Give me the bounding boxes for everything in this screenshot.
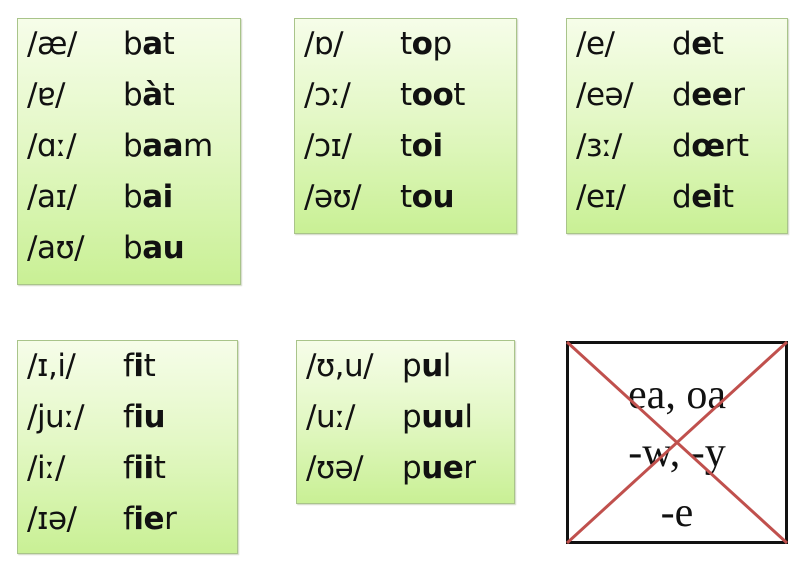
ipa-symbol: /ɔɪ/ (304, 128, 352, 164)
vowel-row: /ɑː/baam (27, 121, 240, 172)
example-word: bau (123, 230, 185, 266)
example-word: fit (123, 348, 156, 384)
example-word: baam (123, 128, 213, 164)
ipa-symbol: /ɐ/ (27, 77, 66, 113)
example-word: dœrt (672, 128, 749, 164)
vowel-row: /ɒ/top (304, 19, 516, 70)
vowel-card-i: /ɪ,i/fit /juː/fiu /iː/fiit /ɪə/fier (17, 340, 238, 554)
example-word: top (400, 26, 452, 62)
crossed-spelling-line: -w, -y (628, 430, 726, 476)
ipa-symbol: /ʊə/ (306, 450, 364, 486)
vowel-row: /ɔː/toot (304, 70, 516, 121)
example-word: deer (672, 77, 745, 113)
vowel-row: /aɪ/bai (27, 172, 240, 223)
vowel-row: /ʊə/puer (306, 443, 514, 494)
example-word: puer (402, 450, 476, 486)
ipa-symbol: /ɪə/ (27, 501, 77, 537)
vowel-row: /e/det (576, 19, 787, 70)
ipa-symbol: /eə/ (576, 77, 634, 113)
ipa-symbol: /ɪ,i/ (27, 348, 76, 384)
vowel-card-a: /æ/bat /ɐ/bàt /ɑː/baam /aɪ/bai /aʊ/bau (17, 18, 241, 285)
ipa-symbol: /ɔː/ (304, 77, 351, 113)
ipa-symbol: /juː/ (27, 399, 85, 435)
vowel-row: /æ/bat (27, 19, 240, 70)
vowel-row: /ɔɪ/toi (304, 121, 516, 172)
ipa-symbol: /ɒ/ (304, 26, 344, 62)
vowel-row: /ɪ,i/fit (27, 341, 237, 392)
vowel-card-e: /e/det /eə/deer /ɜː/dœrt /eɪ/deit (566, 18, 788, 234)
example-word: puul (402, 399, 473, 435)
crossed-out-spellings-box: ea, oa -w, -y -e (566, 341, 788, 544)
cross-out-x-icon (566, 341, 788, 544)
ipa-symbol: /æ/ (27, 26, 77, 62)
vowel-row: /ɪə/fier (27, 494, 237, 545)
ipa-symbol: /aʊ/ (27, 230, 85, 266)
example-word: tou (400, 179, 455, 215)
example-word: toi (400, 128, 443, 164)
example-word: bai (123, 179, 173, 215)
crossed-spelling-line: ea, oa (628, 372, 726, 418)
crossed-spelling-line: -e (660, 490, 694, 536)
vowel-row: /juː/fiu (27, 392, 237, 443)
example-word: fiu (123, 399, 166, 435)
ipa-symbol: /iː/ (27, 450, 65, 486)
vowel-row: /eɪ/deit (576, 172, 787, 223)
vowel-row: /aʊ/bau (27, 223, 240, 274)
vowel-card-u: /ʊ,u/pul /uː/puul /ʊə/puer (296, 340, 515, 504)
vowel-row: /uː/puul (306, 392, 514, 443)
example-word: bat (123, 26, 175, 62)
ipa-symbol: /uː/ (306, 399, 355, 435)
vowel-row: /ɜː/dœrt (576, 121, 787, 172)
vowel-row: /iː/fiit (27, 443, 237, 494)
example-word: det (672, 26, 724, 62)
vowel-row: /eə/deer (576, 70, 787, 121)
ipa-symbol: /ɑː/ (27, 128, 77, 164)
ipa-symbol: /əʊ/ (304, 179, 362, 215)
ipa-symbol: /e/ (576, 26, 615, 62)
example-word: fiit (123, 450, 166, 486)
vowel-card-o: /ɒ/top /ɔː/toot /ɔɪ/toi /əʊ/tou (294, 18, 517, 234)
example-word: toot (400, 77, 465, 113)
vowel-row: /əʊ/tou (304, 172, 516, 223)
ipa-symbol: /eɪ/ (576, 179, 626, 215)
vowel-row: /ʊ,u/pul (306, 341, 514, 392)
vowel-row: /ɐ/bàt (27, 70, 240, 121)
ipa-symbol: /ɜː/ (576, 128, 622, 164)
example-word: deit (672, 179, 734, 215)
example-word: fier (123, 501, 177, 537)
ipa-symbol: /aɪ/ (27, 179, 77, 215)
example-word: bàt (123, 77, 175, 113)
ipa-symbol: /ʊ,u/ (306, 348, 374, 384)
example-word: pul (402, 348, 451, 384)
